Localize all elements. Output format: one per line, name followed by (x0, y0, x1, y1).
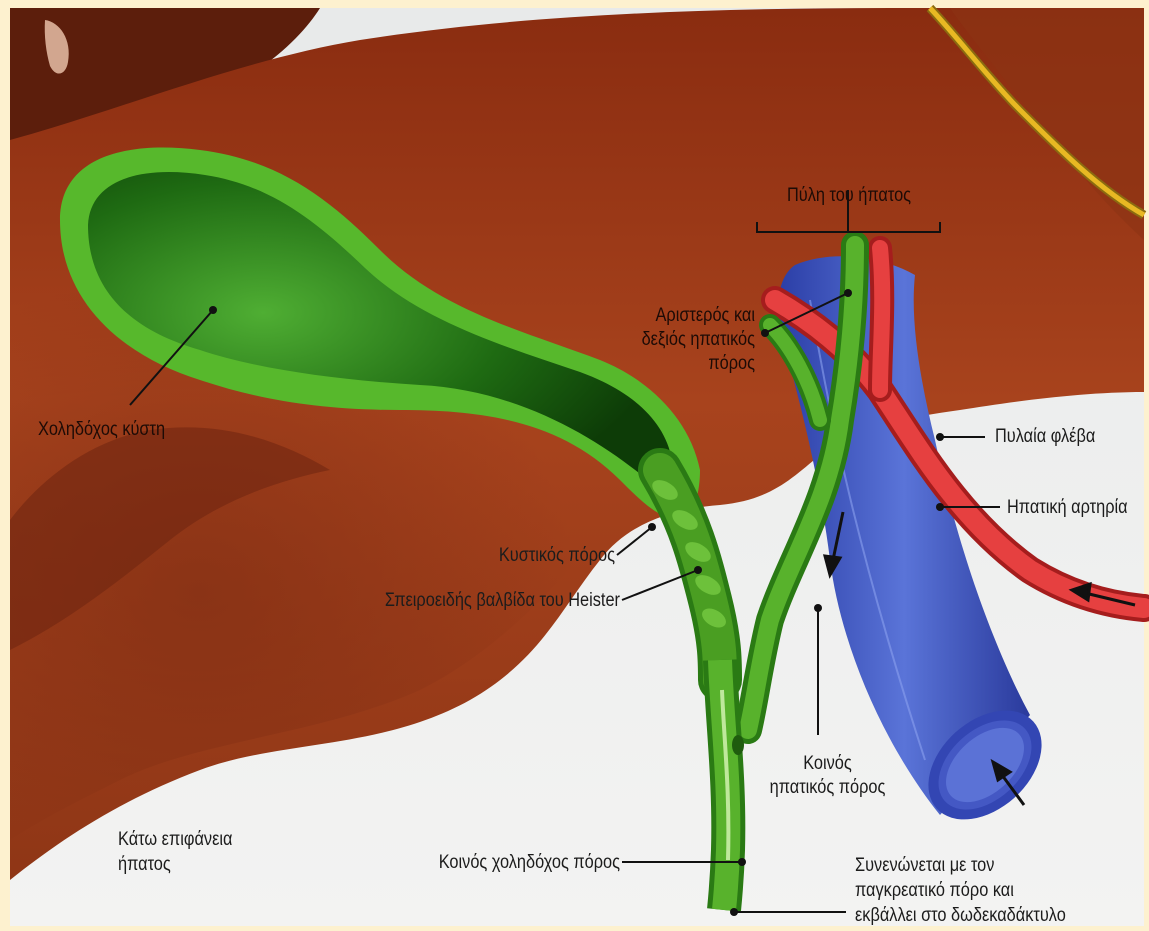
duodenum-note-label: Συνενώνεται με τον παγκρεατικό πόρο και … (855, 853, 1066, 928)
common-bile-duct-label: Κοινός χοληδόχος πόρος (392, 851, 620, 874)
portal-vein-label: Πυλαία φλέβα (995, 425, 1095, 448)
gallbladder-label: Χοληδόχος κύστη (38, 418, 165, 441)
porta-hepatis-label: Πύλη του ήπατος (769, 184, 929, 207)
common-hepatic-duct-label-line-1: Κοινός (757, 752, 899, 776)
inferior-surface-label-line-2: ήπατος (118, 852, 232, 877)
hepatic-artery-label: Ηπατική αρτηρία (1007, 496, 1128, 519)
duodenum-note-line-1: Συνενώνεται με τον (855, 853, 1066, 878)
inferior-surface-label-line-1: Κάτω επιφάνεια (118, 827, 232, 852)
common-hepatic-duct-label: Κοινός ηπατικός πόρος (757, 752, 899, 800)
duodenum-note-line-3: εκβάλλει στο δωδεκαδάκτυλο (855, 903, 1066, 928)
hepatic-ducts-label-line-2: δεξιός ηπατικός (587, 328, 755, 352)
hepatic-ducts-label: Αριστερός και δεξιός ηπατικός πόρος (587, 304, 755, 376)
cystic-duct-label: Κυστικός πόρος (447, 544, 615, 567)
common-hepatic-duct-label-line-2: ηπατικός πόρος (757, 776, 899, 800)
hepatic-ducts-label-line-1: Αριστερός και (587, 304, 755, 328)
heister-valve-label: Σπειροειδής βαλβίδα του Heister (328, 589, 620, 612)
hepatic-ducts-label-line-3: πόρος (587, 352, 755, 376)
inferior-surface-label: Κάτω επιφάνεια ήπατος (118, 827, 232, 877)
duodenum-note-line-2: παγκρεατικό πόρο και (855, 878, 1066, 903)
